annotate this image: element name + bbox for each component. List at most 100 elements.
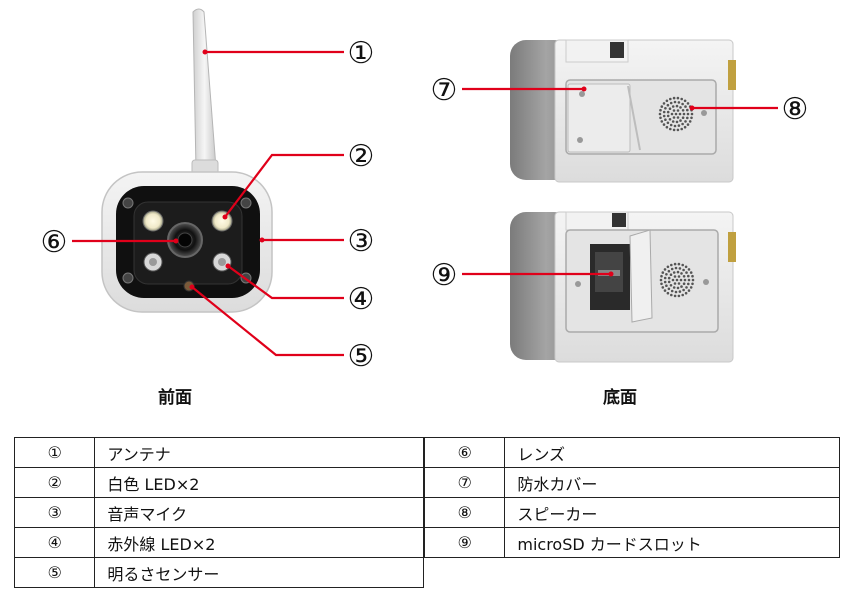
grille-hole <box>684 265 688 269</box>
part-number: ② <box>13 467 96 498</box>
grille-hole <box>672 128 676 132</box>
grille-hole <box>660 105 664 108</box>
part-name: スピーカー <box>504 497 840 528</box>
ir-led-inner <box>218 258 226 266</box>
grille-hole <box>676 116 680 119</box>
grille-hole <box>672 96 676 100</box>
grille-hole <box>684 291 688 295</box>
grille-hole <box>661 286 665 289</box>
white-led <box>211 210 233 232</box>
grille-hole <box>687 274 690 278</box>
grille-hole <box>682 112 686 116</box>
grille-hole <box>669 127 672 131</box>
grille-hole <box>670 267 674 271</box>
grille-hole <box>687 282 690 286</box>
cover-screw <box>703 279 709 285</box>
part-name: 音声マイク <box>94 497 424 528</box>
grille-hole <box>679 278 683 282</box>
part-name: 防水カバー <box>504 467 840 498</box>
callout-7: ⑦ <box>431 73 458 108</box>
grille-hole <box>681 102 684 106</box>
grille-hole <box>690 112 694 116</box>
callout-2: ② <box>348 139 375 174</box>
grille-hole <box>669 97 672 101</box>
grille-hole <box>684 105 687 108</box>
part-name: 白色 LED×2 <box>94 467 424 498</box>
grille-hole <box>664 118 667 121</box>
callout-1: ① <box>348 36 375 71</box>
grille-hole <box>662 123 666 126</box>
grille-hole <box>681 293 684 297</box>
grille-hole <box>682 275 686 278</box>
grille-hole <box>673 100 677 104</box>
caption-bottom: 底面 <box>603 388 637 408</box>
grille-hole <box>659 108 662 112</box>
part-number: ③ <box>13 497 96 528</box>
part-number: ⑦ <box>423 467 506 498</box>
grille-hole <box>682 268 685 272</box>
grille-hole <box>674 290 678 294</box>
speaker-grille <box>659 262 695 298</box>
grille-hole <box>665 125 669 129</box>
grille-hole <box>670 263 673 267</box>
grille-hole <box>678 112 682 116</box>
part-name: microSD カードスロット <box>504 527 840 558</box>
grille-hole <box>666 114 670 118</box>
grille-hole <box>682 282 686 286</box>
grille-hole <box>669 123 673 127</box>
bottom-camera-open <box>510 211 736 363</box>
grille-hole <box>679 119 682 122</box>
grille-hole <box>666 103 670 107</box>
speaker-grille <box>658 96 694 132</box>
grille-hole <box>673 294 677 298</box>
grille-hole <box>663 276 667 280</box>
screw <box>122 272 134 284</box>
grille-hole <box>669 273 673 277</box>
grille-hole <box>689 286 693 289</box>
grille-hole <box>658 112 662 116</box>
grille-hole <box>681 116 685 119</box>
grille-hole <box>689 271 693 274</box>
grille-hole <box>682 288 685 292</box>
grille-hole <box>662 102 666 105</box>
white-led <box>142 210 164 232</box>
grille-hole <box>665 99 669 103</box>
caption-front: 前面 <box>158 388 192 408</box>
grille-hole <box>670 289 674 293</box>
cover-screw <box>575 281 581 287</box>
grille-hole <box>675 278 679 282</box>
callout-8: ⑧ <box>782 92 809 127</box>
grille-hole <box>666 110 670 114</box>
grille-hole <box>665 273 668 276</box>
grille-hole <box>677 275 681 278</box>
grille-hole <box>673 282 677 285</box>
grille-hole <box>677 124 681 127</box>
grille-hole <box>670 112 674 116</box>
grille-hole <box>687 289 691 292</box>
grille-hole <box>690 116 693 120</box>
grille-hole <box>671 105 675 108</box>
grille-hole <box>675 120 679 124</box>
grille-hole <box>686 116 689 120</box>
cover-flap <box>567 83 631 153</box>
grille-hole <box>669 284 673 287</box>
callout-9: ⑨ <box>431 258 458 293</box>
part-number: ⑤ <box>13 557 96 588</box>
grille-hole <box>686 108 689 112</box>
callout-6: ⑥ <box>41 225 68 260</box>
grille-hole <box>671 120 675 123</box>
grille-hole <box>691 278 695 282</box>
qr-code <box>612 213 626 227</box>
grille-hole <box>667 269 671 273</box>
part-number: ⑥ <box>423 437 506 468</box>
grille-hole <box>687 278 691 282</box>
connector <box>728 60 736 90</box>
grille-hole <box>660 282 663 286</box>
grille-hole <box>686 123 690 126</box>
grille-hole <box>679 106 682 109</box>
